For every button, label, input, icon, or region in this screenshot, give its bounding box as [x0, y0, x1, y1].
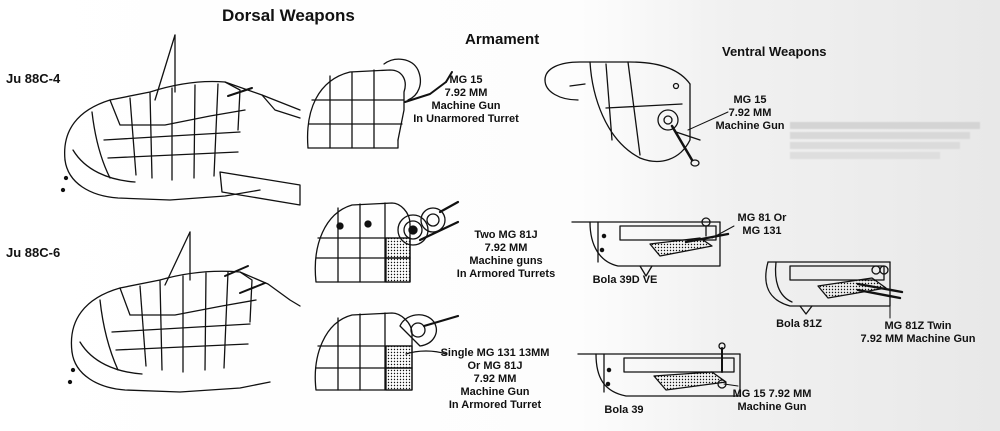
label-mg81-or-mg131: MG 81 Or MG 131: [737, 212, 787, 237]
label-single-mg131: Single MG 131 13MM Or MG 81J 7.92 MM Mac…: [440, 347, 550, 411]
ju88c4-nose-drawing: [60, 34, 301, 206]
dorsal-unarmored-turret-drawing: [306, 58, 453, 149]
bola-39d-ve-drawing: [571, 217, 730, 277]
dorsal-single-armored-turret-drawing: [314, 312, 460, 391]
dorsal-weapons-heading: Dorsal Weapons: [222, 6, 355, 25]
label-bola-39: Bola 39: [604, 404, 644, 416]
bleed-through-text: [790, 122, 980, 159]
ju88c6-nose-drawing: [67, 231, 301, 393]
armament-heading: Armament: [465, 31, 540, 48]
dorsal-twin-armored-turret-drawing: [314, 200, 460, 283]
c6-antenna-mast: [164, 231, 191, 286]
leader-lines: [687, 111, 891, 387]
label-mg15-ventral: MG 15 7.92 MM Machine Gun: [715, 94, 785, 132]
ventral-mg15-gondola-drawing: [544, 61, 701, 167]
label-bola-39d-ve: Bola 39D VE: [592, 274, 658, 286]
variant-label-c6: Ju 88C-6: [6, 245, 61, 260]
variant-label-c4: Ju 88C-4: [6, 71, 61, 86]
ventral-weapons-heading: Ventral Weapons: [722, 44, 827, 59]
label-mg15-bola39: MG 15 7.92 MM Machine Gun: [732, 388, 812, 413]
label-bola-81z: Bola 81Z: [776, 318, 822, 330]
bola-81z-drawing: [765, 261, 904, 315]
label-mg81z-twin: MG 81Z Twin 7.92 MM Machine Gun: [860, 320, 976, 345]
bola-39-drawing: [577, 342, 741, 397]
label-mg15-unarmored: MG 15 7.92 MM Machine Gun In Unarmored T…: [413, 74, 519, 125]
label-two-mg81j: Two MG 81J 7.92 MM Machine guns In Armor…: [456, 229, 556, 280]
c4-wing-root: [219, 171, 301, 206]
